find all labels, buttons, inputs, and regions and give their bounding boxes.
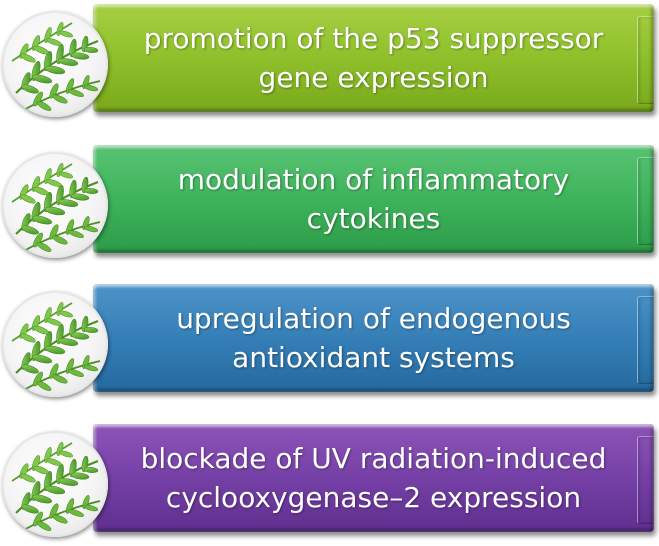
list-item-2: modulation of inflammatory cytokines — [0, 141, 659, 259]
banner-notch — [637, 436, 654, 524]
banner-4: blockade of UV radiation-induced cycloox… — [93, 424, 654, 532]
banner-1-label: promotion of the p53 suppressor gene exp… — [143, 22, 604, 94]
banner-notch — [637, 157, 654, 245]
fern-leaf-icon — [2, 431, 108, 537]
banner-4-label: blockade of UV radiation-induced cycloox… — [140, 442, 607, 514]
banner-3: upregulation of endogenous antioxidant s… — [93, 284, 654, 392]
fern-leaf-icon — [2, 291, 108, 397]
banner-2-label: modulation of inflammatory cytokines — [177, 163, 570, 235]
list-item-1: promotion of the p53 suppressor gene exp… — [0, 0, 659, 118]
list-item-3: upregulation of endogenous antioxidant s… — [0, 280, 659, 398]
fern-leaf-icon — [2, 11, 108, 117]
banner-notch — [637, 296, 654, 384]
list-item-4: blockade of UV radiation-induced cycloox… — [0, 420, 659, 538]
banner-2: modulation of inflammatory cytokines — [93, 145, 654, 253]
banner-3-label: upregulation of endogenous antioxidant s… — [176, 302, 571, 374]
banner-1: promotion of the p53 suppressor gene exp… — [93, 4, 654, 112]
banner-notch — [637, 16, 654, 104]
fern-leaf-icon — [2, 152, 108, 258]
